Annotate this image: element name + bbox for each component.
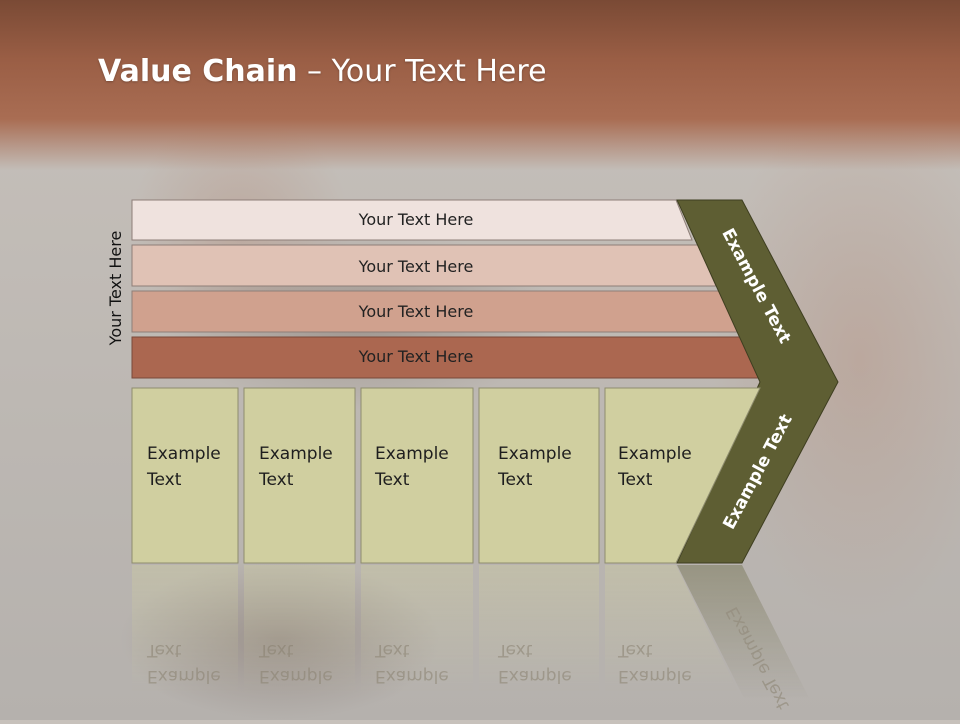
- slide-title: Value Chain – Your Text Here: [98, 54, 547, 89]
- cell-2-line1: Example: [259, 444, 333, 464]
- reflection-cell-2-line1: Example: [259, 666, 333, 686]
- band-2[interactable]: Your Text Here: [131, 244, 717, 287]
- reflection-cell-2-line2: Text: [258, 640, 294, 660]
- reflection-cell-3-line1: Example: [375, 666, 449, 686]
- cell-2-line2: Text: [258, 470, 294, 490]
- cell-2[interactable]: Example Text: [243, 387, 356, 564]
- cell-1-line1: Example: [147, 444, 221, 464]
- cell-3[interactable]: Example Text: [360, 387, 474, 564]
- band-1-shape: [131, 199, 693, 241]
- reflection-cell-1: [132, 565, 238, 695]
- reflection-cell-5-line1: Example: [618, 666, 692, 686]
- cell-4-line1: Example: [498, 444, 572, 464]
- band-3[interactable]: Your Text Here: [131, 290, 739, 333]
- reflection-cell-4-line1: Example: [498, 666, 572, 686]
- bands: Your Text Here Your Text Here Your Text …: [131, 199, 763, 379]
- cell-1-line2: Text: [146, 470, 182, 490]
- reflection: Example Text Example Text Example Text E…: [132, 565, 810, 713]
- reflection-cell-2: [244, 565, 355, 695]
- cell-4-line2: Text: [497, 470, 533, 490]
- cell-4[interactable]: Example Text: [478, 387, 600, 564]
- cell-1[interactable]: Example Text: [131, 387, 239, 564]
- reflection-chevron: [677, 565, 810, 700]
- slide-title-rest: – Your Text Here: [297, 54, 547, 89]
- band-1[interactable]: Your Text Here: [131, 199, 693, 241]
- reflection-cell-4-line2: Text: [497, 640, 533, 660]
- cell-3-line2: Text: [374, 470, 410, 490]
- reflection-cell-1-line1: Example: [147, 666, 221, 686]
- title-band: [0, 0, 960, 170]
- band-4[interactable]: Your Text Here: [131, 336, 763, 379]
- cell-5[interactable]: Example Text: [604, 387, 761, 564]
- band-3-label: Your Text Here: [358, 302, 474, 321]
- cell-1-box: [131, 387, 239, 564]
- reflection-cell-5: [605, 565, 740, 695]
- reflection-cell-5-line2: Text: [617, 640, 653, 660]
- cells: Example Text Example Text Example Text E…: [131, 387, 761, 564]
- cell-2-box: [243, 387, 356, 564]
- band-2-label: Your Text Here: [358, 257, 474, 276]
- reflection-cell-3: [361, 565, 473, 695]
- cell-5-box: [604, 387, 761, 564]
- cell-4-box: [478, 387, 600, 564]
- chevron-shape: [676, 199, 839, 564]
- band-4-label: Your Text Here: [358, 347, 474, 366]
- cell-5-line1: Example: [618, 444, 692, 464]
- reflection-cell-1-line2: Text: [146, 640, 182, 660]
- cell-5-line2: Text: [617, 470, 653, 490]
- reflection-cell-4: [479, 565, 599, 695]
- slide-title-strong: Value Chain: [98, 54, 298, 89]
- band-1-label: Your Text Here: [358, 210, 474, 229]
- cell-3-box: [360, 387, 474, 564]
- reflection-cell-3-line2: Text: [374, 640, 410, 660]
- cell-3-line1: Example: [375, 444, 449, 464]
